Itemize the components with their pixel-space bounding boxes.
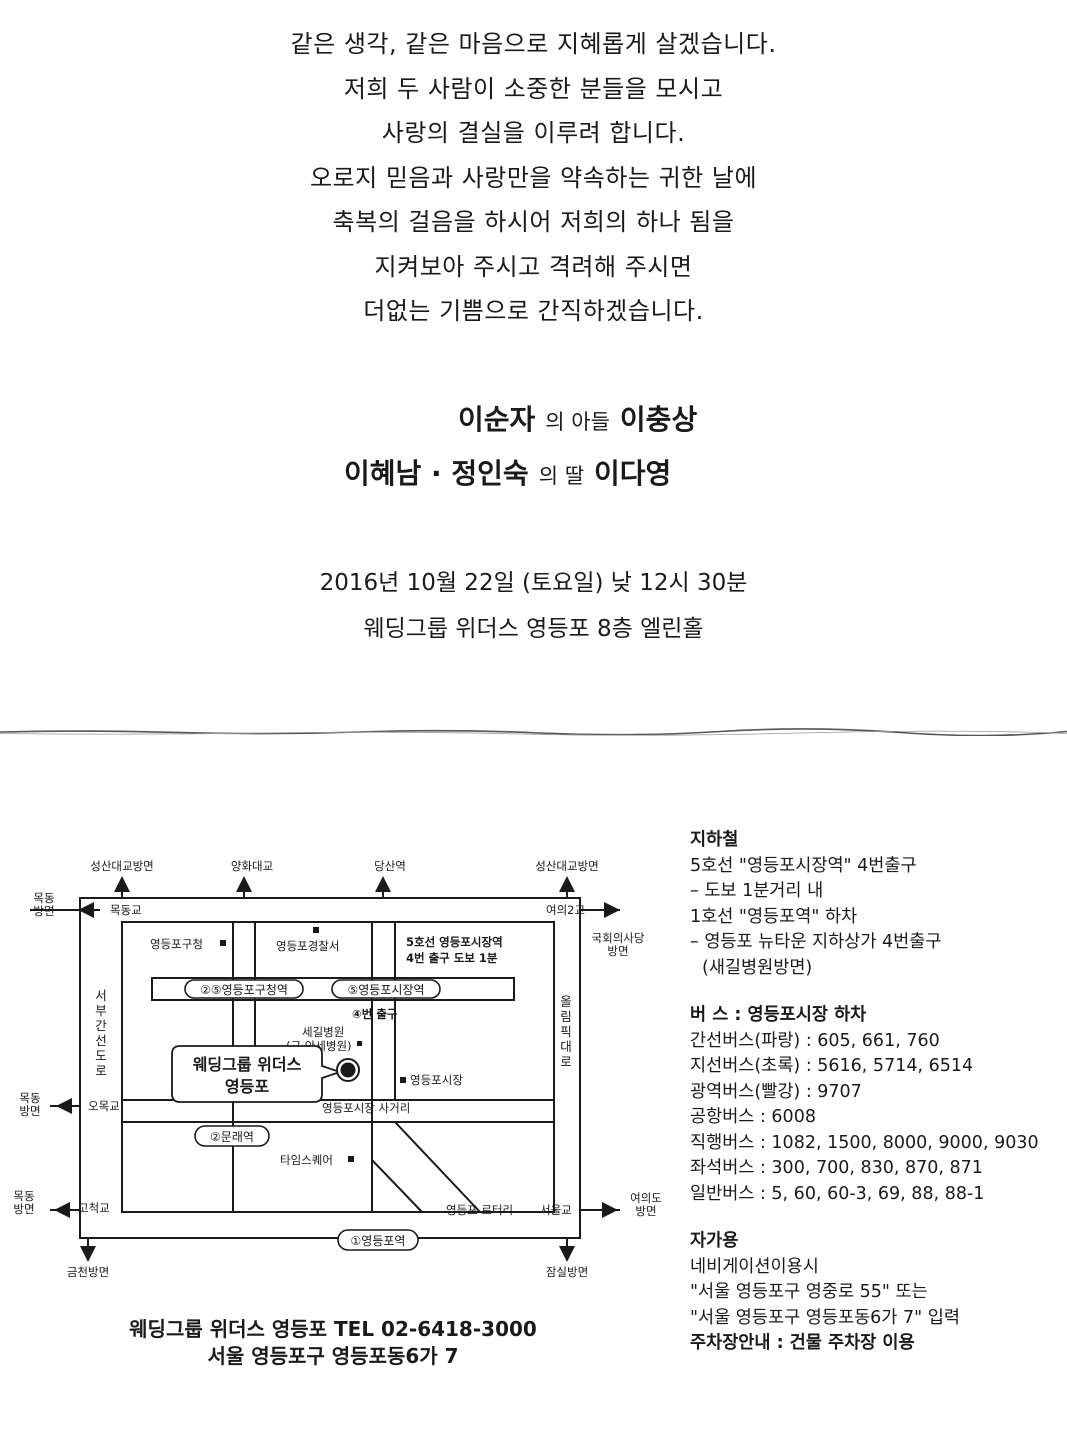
bus-title: 버 스 : 영등포시장 하차 xyxy=(690,1005,867,1025)
car-line: "서울 영등포구 영등포동6가 7" 입력 xyxy=(690,1307,960,1328)
car-title: 자가용 xyxy=(690,1231,739,1251)
place-rotary: 영등포 로터리 xyxy=(446,1203,513,1217)
line5-note2: 4번 출구 도보 1분 xyxy=(406,951,498,965)
station-pills: ②⑤영등포구청역 ⑤영등포시장역 ②문래역 ①영등포역 xyxy=(184,979,441,1251)
bus-line: 지선버스(초록) : 5616, 5714, 6514 xyxy=(690,1056,974,1076)
dir-north2: 양화대교 xyxy=(231,859,273,873)
place-intersection: 영등포시장 사거리 xyxy=(322,1101,410,1115)
poem-line: 축복의 걸음을 하시어 저희의 하나 됨을 xyxy=(332,208,735,236)
road-outer xyxy=(79,897,581,1239)
dir-south2: 잠실방면 xyxy=(546,1265,588,1279)
venue-label1: 웨딩그룹 위더스 xyxy=(193,1055,302,1074)
marker-square xyxy=(220,940,226,946)
dir-north3: 당산역 xyxy=(374,859,406,873)
bus-line: 좌석버스 : 300, 700, 830, 870, 871 xyxy=(690,1158,983,1178)
bus-line: 광역버스(빨강) : 9707 xyxy=(690,1081,862,1102)
bride-row: 이혜남 · 정인숙 의 딸 이다영 xyxy=(344,452,671,504)
road-inner xyxy=(121,921,555,1213)
bridge-omok: 오목교 xyxy=(88,1099,120,1113)
subway-title: 지하철 xyxy=(690,830,739,850)
station-yeongdeungpo: ①영등포역 xyxy=(351,1234,406,1248)
poem-line: 저희 두 사람이 소중한 분들을 모시고 xyxy=(343,74,724,103)
poem-line: 같은 생각, 같은 마음으로 지혜롭게 살겠습니다. xyxy=(290,30,777,58)
venue-contact-line1: 웨딩그룹 위더스 영등포 TEL 02-6418-3000 xyxy=(129,1317,537,1341)
bus-line: 공항버스 : 6008 xyxy=(690,1107,816,1127)
place-exit4: ④번 출구 xyxy=(352,1007,398,1021)
station-mullae: ②문래역 xyxy=(210,1130,254,1144)
subway-line: (새길병원방면) xyxy=(702,957,813,978)
marker-square xyxy=(348,1156,354,1162)
station-gu-office: ②⑤영등포구청역 xyxy=(200,983,288,997)
road-diag1 xyxy=(394,1121,481,1213)
car-line: 네비게이션이용시 xyxy=(690,1256,819,1277)
transport-info: 지하철 5호선 "영등포시장역" 4번출구 – 도보 1분거리 내 1호선 "영… xyxy=(690,828,1060,1357)
dir-north4: 성산대교방면 xyxy=(535,859,598,873)
place-hospital1: 세길병원 xyxy=(302,1025,344,1039)
event-info: 2016년 10월 22일 (토요일) 낮 12시 30분 웨딩그룹 위더스 영… xyxy=(0,560,1067,652)
groom-row: 이순자 의 아들 이충상 xyxy=(458,398,697,450)
bridge-mokdong: 목동교 xyxy=(110,903,142,917)
subway-line: – 영등포 뉴타운 지하상가 4번출구 xyxy=(690,932,942,952)
bride-name: 이다영 xyxy=(594,457,672,490)
marker-square xyxy=(400,1077,406,1083)
direction-arrows xyxy=(54,876,620,1262)
groom-relation: 의 아들 xyxy=(545,410,610,434)
bride-parents: 이혜남 · 정인숙 xyxy=(344,457,529,490)
bus-line: 직행버스 : 1082, 1500, 8000, 9000, 9030 xyxy=(690,1132,1039,1153)
bridge-yeoui2: 여의2교 xyxy=(546,903,585,917)
venue-callout: 웨딩그룹 위더스 영등포 xyxy=(171,1045,360,1103)
poem-line: 지켜보아 주시고 격려해 주시면 xyxy=(374,252,693,281)
subway-line: – 도보 1분거리 내 xyxy=(690,881,824,901)
poem-line: 더없는 기쁨으로 간직하겠습니다. xyxy=(363,297,704,325)
dir-north1: 성산대교방면 xyxy=(90,859,153,873)
marker-square xyxy=(313,927,319,933)
groom-name: 이충상 xyxy=(619,403,698,436)
road-diag2 xyxy=(371,1159,423,1213)
poem-line: 사랑의 결실을 이루려 합니다. xyxy=(381,119,686,147)
invitation-poem: 같은 생각, 같은 마음으로 지혜롭게 살겠습니다. 저희 두 사람이 소중한 … xyxy=(0,22,1067,334)
marker-square xyxy=(357,1041,362,1046)
subway-line xyxy=(151,977,515,1001)
torn-divider xyxy=(0,728,1067,736)
place-police: 영등포경찰서 xyxy=(276,939,339,953)
car-line: "서울 영등포구 영중로 55" 또는 xyxy=(690,1282,928,1302)
bridge-seoul: 서울교 xyxy=(540,1203,572,1217)
line5-note1: 5호선 영등포시장역 xyxy=(406,935,503,949)
bride-relation: 의 딸 xyxy=(538,464,585,488)
bridge-gocheok: 고척교 xyxy=(78,1201,110,1215)
dir-south1: 금천방면 xyxy=(67,1265,109,1279)
subway-line: 1호선 "영등포역" 하차 xyxy=(690,906,858,927)
place-market: 영등포시장 xyxy=(410,1073,463,1087)
venue-label2: 영등포 xyxy=(225,1077,269,1096)
groom-parents: 이순자 xyxy=(458,403,536,436)
venue-contact-line2: 서울 영등포구 영등포동6가 7 xyxy=(207,1344,459,1368)
parking-info: 주차장안내 : 건물 주차장 이용 xyxy=(690,1333,915,1353)
event-date: 2016년 10월 22일 (토요일) 낮 12시 30분 xyxy=(319,570,748,596)
event-venue: 웨딩그룹 위더스 영등포 8층 엘린홀 xyxy=(363,616,704,642)
place-times-square: 타임스퀘어 xyxy=(280,1153,333,1167)
bus-line: 일반버스 : 5, 60, 60-3, 69, 88, 88-1 xyxy=(690,1183,985,1204)
station-market: ⑤영등포시장역 xyxy=(348,983,425,997)
poem-line: 오로지 믿음과 사랑만을 약속하는 귀한 날에 xyxy=(309,163,758,192)
bus-line: 간선버스(파랑) : 605, 661, 760 xyxy=(690,1030,940,1051)
subway-line: 5호선 "영등포시장역" 4번출구 xyxy=(690,855,917,876)
venue-contact: 웨딩그룹 위더스 영등포 TEL 02-6418-3000 서울 영등포구 영등… xyxy=(118,1316,548,1370)
place-gu-office: 영등포구청 xyxy=(150,937,203,951)
